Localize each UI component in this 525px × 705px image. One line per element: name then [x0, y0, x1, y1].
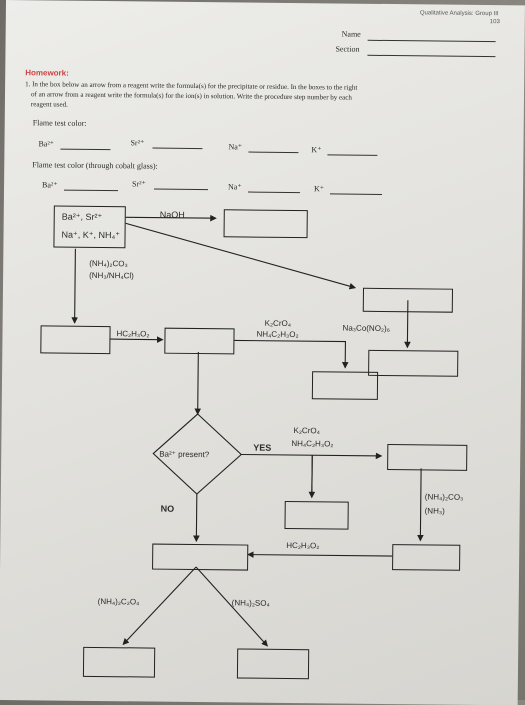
naoh-answer-box[interactable] — [224, 209, 308, 238]
start-ions-line1: Ba²⁺, Sr²⁺ — [62, 212, 103, 223]
reagent-ammonium-oxalate: (NH₄)₂C₂O₄ — [98, 597, 140, 606]
start-ions-line2: Na⁺, K⁺, NH₄⁺ — [61, 230, 120, 242]
yes-precipitate-box[interactable] — [284, 501, 348, 530]
reagent-ammonium-sulfate: (NH₄)₂SO₄ — [232, 598, 270, 607]
reagent-ammonia-right: (NH₃) — [425, 506, 445, 515]
sulfate-answer-box[interactable] — [237, 648, 309, 679]
yes-solution-box[interactable] — [387, 444, 467, 471]
oxalate-answer-box[interactable] — [83, 647, 155, 678]
arrow-right-yes-down — [420, 468, 421, 540]
reagent-naoh: NaOH — [160, 210, 185, 220]
reagent-ammonium-carbonate-right: (NH₄)₂CO₃ — [425, 492, 464, 501]
arrow-to-decision — [198, 352, 199, 414]
arrow-left-down — [75, 249, 76, 323]
chromate-answer-box[interactable] — [312, 371, 378, 400]
reagent-acetic-acid-bottom: HC₂H₃O₂ — [286, 541, 319, 550]
decision-ba-present: Ba²⁺ present? — [159, 450, 209, 460]
acetic-acid-answer-box[interactable] — [164, 328, 234, 355]
cobaltinitrite-answer-box[interactable] — [368, 350, 458, 377]
precipitate-box[interactable] — [40, 325, 110, 354]
reagent-acetic-acid: HC₂H₃O₂ — [116, 329, 149, 338]
reagent-potassium-chromate-mid: K₂CrO₄ — [293, 426, 319, 435]
bottom-right-box[interactable] — [392, 544, 460, 571]
diagonal-answer-box[interactable] — [363, 288, 453, 313]
arrow-k2cro4-top — [234, 340, 345, 367]
bottom-middle-box[interactable] — [152, 544, 248, 571]
yes-label: YES — [253, 443, 271, 453]
arrow-hc2h3o2-bottom — [248, 555, 392, 557]
reagent-ammonia-buffer: (NH₃/NH₄Cl) — [89, 271, 134, 280]
reagent-ammonium-acetate-top: NH₄C₂H₃O₂ — [256, 330, 298, 339]
reagent-potassium-chromate-top: K₂CrO₄ — [265, 319, 291, 328]
reagent-ammonium-carbonate: (NH₄)₂CO₃ — [89, 259, 128, 268]
reagent-sodium-cobaltinitrite: Na₃Co(NO₂)₆ — [343, 324, 390, 333]
arrow-yes — [241, 454, 381, 455]
arrow-hc2h3o2 — [110, 339, 162, 340]
reagent-ammonium-acetate-mid: NH₄C₂H₃O₂ — [291, 439, 333, 448]
no-label: NO — [161, 504, 175, 514]
